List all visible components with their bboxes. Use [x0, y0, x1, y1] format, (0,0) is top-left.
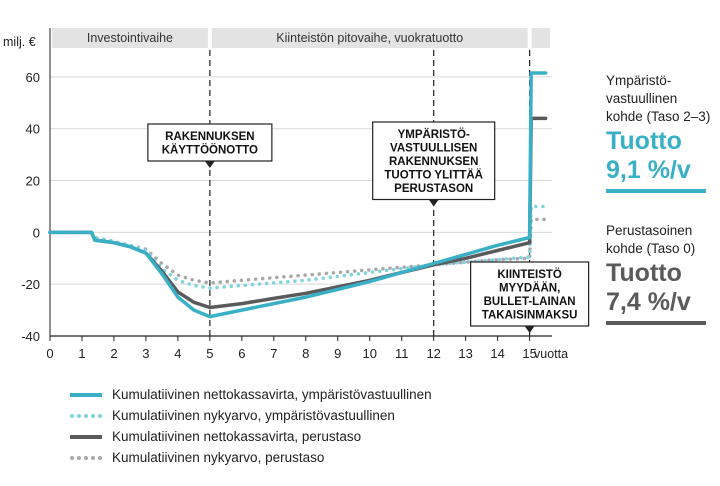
y-tick-label: -40: [21, 329, 40, 344]
x-tick-label: 5: [206, 346, 213, 361]
x-tick-label: 9: [334, 346, 341, 361]
phase-label: Investointivaihe: [87, 31, 173, 45]
legend-swatch-base-npv: [70, 455, 102, 460]
x-tick-label: 14: [490, 346, 504, 361]
series-line: [48, 204, 548, 290]
legend-swatch-env-npv: [70, 413, 102, 418]
env-label-line-1: Ympäristö-: [606, 73, 672, 88]
annotation-text: BULLET-LAINAN: [484, 296, 576, 308]
x-tick-label: 4: [174, 346, 181, 361]
legend-label-env-npv: Kumulatiivinen nykyarvo, ympäristövastuu…: [112, 408, 395, 423]
base-return-underline: [606, 321, 706, 325]
x-tick-label: 15: [522, 346, 536, 361]
annotation-text: KIINTEISTÖ: [497, 268, 562, 281]
annotation-text: PERUSTASON: [394, 183, 473, 195]
legend-label-base-cash: Kumulatiivinen nettokassavirta, perustas…: [112, 429, 362, 444]
x-tick-label: 0: [46, 346, 53, 361]
series-line: [48, 217, 548, 285]
annotation-text: MYYDÄÄN,: [499, 282, 560, 295]
x-tick-label: 8: [302, 346, 309, 361]
y-tick-label: 20: [26, 174, 40, 189]
x-tick-label: 7: [270, 346, 277, 361]
y-tick-label: -20: [21, 277, 40, 292]
annotation-pointer: [524, 326, 535, 333]
x-tick-label: 11: [395, 346, 409, 361]
phase-band: [531, 28, 550, 48]
chart-legend: Kumulatiivinen nettokassavirta, ympärist…: [70, 384, 432, 468]
env-return-value: 9,1 %/v: [606, 156, 691, 184]
annotation-pointer: [204, 161, 215, 168]
annotation-text: KÄYTTÖÖNOTTO: [162, 144, 258, 157]
x-tick-label: 3: [142, 346, 149, 361]
annotation-pointer: [428, 199, 439, 207]
legend-item-base-npv: Kumulatiivinen nykyarvo, perustaso: [70, 447, 432, 468]
env-return-title: Tuotto: [606, 127, 682, 155]
phase-band: [52, 28, 208, 48]
x-tick-label: 13: [458, 346, 472, 361]
x-tick-label: 2: [110, 346, 117, 361]
base-return-value: 7,4 %/v: [606, 288, 691, 316]
legend-label-env-cash: Kumulatiivinen nettokassavirta, ympärist…: [112, 387, 432, 402]
env-return-underline: [606, 189, 706, 193]
x-tick-label: 10: [363, 346, 377, 361]
base-label-line-2: kohde (Taso 0): [606, 241, 696, 256]
legend-item-env-npv: Kumulatiivinen nykyarvo, ympäristövastuu…: [70, 405, 432, 426]
phase-band: [211, 28, 528, 48]
series-line: [48, 71, 548, 319]
legend-swatch-base-cash: [70, 434, 102, 439]
annotation-text: TUOTTO YLITTÄÄ: [384, 169, 483, 182]
y-axis-label: milj. €: [3, 35, 36, 49]
base-return-panel: Perustasoinen kohde (Taso 0) Tuotto 7,4 …: [606, 222, 720, 325]
env-return-panel: Ympäristö- vastuullinen kohde (Taso 2–3)…: [606, 72, 720, 193]
legend-item-env-cash: Kumulatiivinen nettokassavirta, ympärist…: [70, 384, 432, 405]
annotation-text: YMPÄRISTÖ-: [398, 128, 470, 141]
phase-label: Kiinteistön pitovaihe, vuokratuotto: [276, 31, 463, 45]
annotation-text: TAKAISINMAKSU: [482, 310, 578, 322]
annotation-text: RAKENNUKSEN: [389, 156, 478, 168]
x-tick-label: 1: [78, 346, 85, 361]
annotation-box: [470, 261, 590, 327]
base-return-title: Tuotto: [606, 259, 682, 287]
legend-label-base-npv: Kumulatiivinen nykyarvo, perustaso: [112, 450, 325, 465]
x-tick-label: 12: [426, 346, 440, 361]
y-tick-label: 40: [26, 122, 40, 137]
y-tick-label: 60: [26, 70, 40, 85]
annotation-box: [147, 123, 273, 162]
legend-item-base-cash: Kumulatiivinen nettokassavirta, perustas…: [70, 426, 432, 447]
base-label-line-1: Perustasoinen: [606, 223, 693, 238]
env-label-line-2: vastuullinen: [606, 91, 678, 106]
env-label-line-3: kohde (Taso 2–3): [606, 109, 711, 124]
annotation-text: RAKENNUKSEN: [165, 131, 254, 143]
x-tick-label: 6: [238, 346, 245, 361]
x-axis-label: vuotta: [534, 347, 568, 361]
legend-swatch-env-cash: [70, 392, 102, 397]
annotation-text: VASTUULLISEN: [390, 143, 477, 155]
y-tick-label: 0: [33, 225, 40, 240]
annotation-box: [372, 121, 496, 201]
